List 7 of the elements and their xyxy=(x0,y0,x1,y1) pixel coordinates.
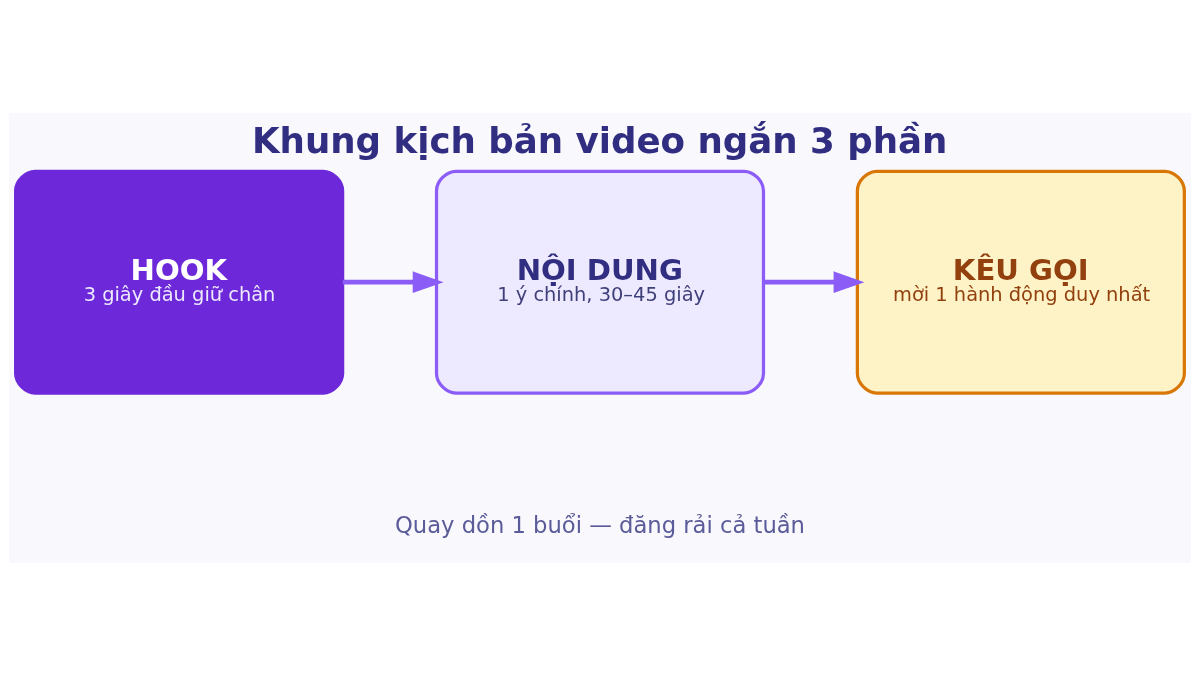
arrow xyxy=(763,270,865,293)
arrow xyxy=(342,270,444,293)
node-box: KÊU GỌI mời 1 hành động duy nhất xyxy=(855,169,1186,395)
node-box: HOOK 3 giây đầu giữ chân xyxy=(14,169,345,395)
diagram-title: Khung kịch bản video ngắn 3 phần xyxy=(251,119,948,161)
caption: Quay dồn 1 buổi — đăng rải cả tuần xyxy=(395,511,805,538)
node-box: NỘI DUNG 1 ý chính, 30–45 giây xyxy=(434,169,766,395)
